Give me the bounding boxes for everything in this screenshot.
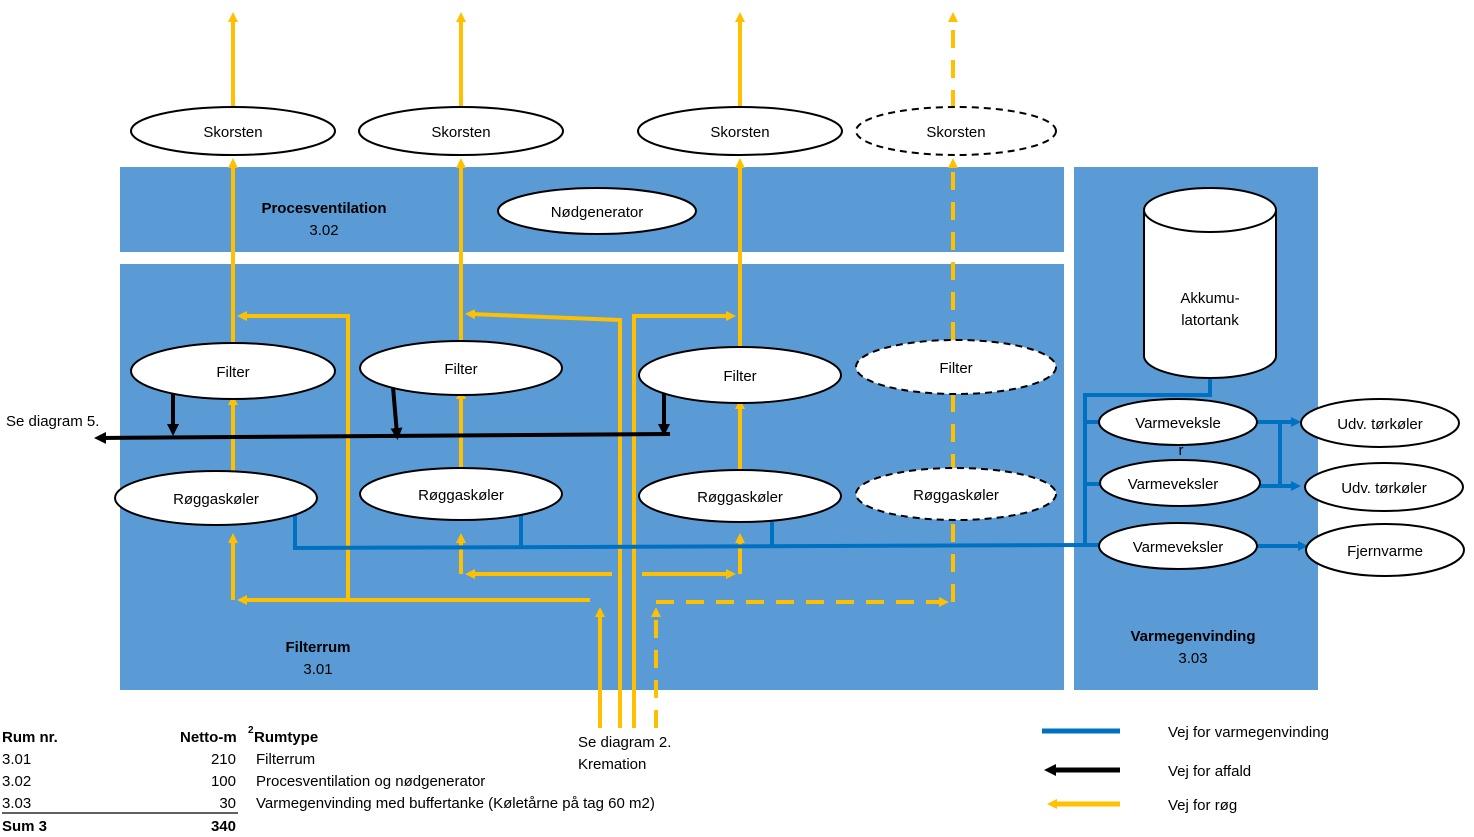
- legend: Vej for varmegenvinding Vej for affald V…: [1042, 724, 1329, 814]
- table-row-1-type: Filterrum: [256, 751, 315, 768]
- waste-paths: [94, 386, 671, 444]
- room-label-procesventilation: Procesventilation: [261, 200, 386, 217]
- roggaskoler-3: Røggaskøler: [638, 469, 842, 523]
- table-header-rumtype: Rumtype: [254, 729, 318, 746]
- table-header-netto: Netto-m: [180, 729, 237, 746]
- svg-text:Varmeveksle: Varmeveksle: [1135, 415, 1221, 432]
- table-row-2-rum: 3.02: [2, 773, 31, 790]
- svg-text:Skorsten: Skorsten: [926, 124, 985, 141]
- akkumulatortank: Akkumu- latortank: [1143, 187, 1277, 379]
- smoke-inlet-main: [237, 595, 590, 605]
- smoke-paths: [228, 12, 958, 728]
- table-sum-value: 340: [211, 818, 236, 835]
- svg-text:Udv. tørkøler: Udv. tørkøler: [1341, 480, 1427, 497]
- table-row-3-type: Varmegenvinding med buffertanke (Køletår…: [256, 795, 655, 812]
- roggaskoler-2: Røggaskøler: [359, 467, 563, 521]
- udv-torkoler-1: Udv. tørkøler: [1300, 398, 1460, 448]
- heat-tank-to-vx: [1083, 378, 1212, 545]
- smoke-bypass-2: [465, 309, 622, 728]
- svg-text:Varmeveksler: Varmeveksler: [1128, 476, 1219, 493]
- svg-text:Skorsten: Skorsten: [431, 124, 490, 141]
- svg-text:Filter: Filter: [723, 368, 756, 385]
- filter-1: Filter: [130, 342, 336, 400]
- table-row-1-rum: 3.01: [2, 751, 31, 768]
- svg-text:r: r: [1179, 442, 1184, 459]
- heat-paths: [293, 378, 1308, 551]
- svg-text:Røggaskøler: Røggaskøler: [697, 489, 783, 506]
- svg-text:Filter: Filter: [216, 364, 249, 381]
- fjernvarme: Fjernvarme: [1305, 523, 1465, 577]
- room-number-filterrum: 3.01: [303, 661, 332, 678]
- varmeveksler-1: Varmeveksle r: [1098, 398, 1258, 459]
- waste-main-line: [94, 431, 671, 444]
- skorsten-2: Skorsten: [358, 106, 564, 156]
- table-row-1-areal: 210: [211, 751, 236, 768]
- ref-se-diagram-2: Se diagram 2.: [578, 734, 671, 751]
- table-sum-label: Sum 3: [2, 818, 47, 835]
- svg-text:Fjernvarme: Fjernvarme: [1347, 543, 1423, 560]
- table-row-3-areal: 30: [219, 795, 236, 812]
- nodgenerator: Nødgenerator: [497, 187, 697, 235]
- skorsten-4-planned: Skorsten: [855, 106, 1057, 156]
- room-number-procesventilation: 3.02: [309, 222, 338, 239]
- table-header-rum-nr: Rum nr.: [2, 729, 58, 746]
- room-label-filterrum: Filterrum: [285, 639, 350, 656]
- filter-3: Filter: [638, 346, 842, 404]
- udv-torkoler-2: Udv. tørkøler: [1304, 462, 1464, 512]
- svg-text:Filter: Filter: [444, 361, 477, 378]
- filter-2: Filter: [359, 340, 563, 396]
- skorsten-1: Skorsten: [130, 106, 336, 156]
- svg-text:Filter: Filter: [939, 360, 972, 377]
- waste-filter-2: [390, 386, 403, 440]
- ref-se-diagram-5: Se diagram 5.: [6, 413, 99, 430]
- filter-4-planned: Filter: [855, 339, 1057, 395]
- legend-heat-label: Vej for varmegenvinding: [1168, 724, 1329, 741]
- heat-main-line: [293, 510, 1088, 551]
- svg-text:Akkumu-: Akkumu-: [1180, 290, 1239, 307]
- table-row-2-type: Procesventilation og nødgenerator: [256, 773, 485, 790]
- svg-text:latortank: latortank: [1181, 312, 1239, 329]
- legend-waste-label: Vej for affald: [1168, 763, 1251, 780]
- smoke-bypass-1: [237, 311, 350, 598]
- svg-text:Nødgenerator: Nødgenerator: [551, 204, 644, 221]
- room-label-varmegenvinding: Varmegenvinding: [1130, 628, 1255, 645]
- svg-text:Varmeveksler: Varmeveksler: [1133, 539, 1224, 556]
- svg-text:Røggaskøler: Røggaskøler: [418, 487, 504, 504]
- svg-text:Skorsten: Skorsten: [710, 124, 769, 141]
- varmeveksler-2: Varmeveksler: [1099, 459, 1261, 507]
- table-row-3-rum: 3.03: [2, 795, 31, 812]
- room-number-varmegenvinding: 3.03: [1178, 650, 1207, 667]
- table-row-2-areal: 100: [211, 773, 236, 790]
- table-header-netto-sup: 2: [248, 725, 254, 736]
- varmeveksler-3: Varmeveksler: [1098, 522, 1258, 570]
- roggaskoler-4-planned: Røggaskøler: [855, 467, 1057, 521]
- legend-smoke-label: Vej for røg: [1168, 797, 1237, 814]
- area-table: Rum nr. Netto-m 2 Rumtype 3.01 210 Filte…: [2, 725, 655, 835]
- ref-kremation: Kremation: [578, 756, 646, 773]
- svg-text:Skorsten: Skorsten: [203, 124, 262, 141]
- svg-text:Udv. tørkøler: Udv. tørkøler: [1337, 416, 1423, 433]
- svg-text:Røggaskøler: Røggaskøler: [173, 491, 259, 508]
- roggaskoler-1: Røggaskøler: [114, 470, 318, 526]
- svg-text:Røggaskøler: Røggaskøler: [913, 487, 999, 504]
- smoke-bypass-3: [632, 311, 736, 728]
- skorsten-3: Skorsten: [637, 106, 843, 156]
